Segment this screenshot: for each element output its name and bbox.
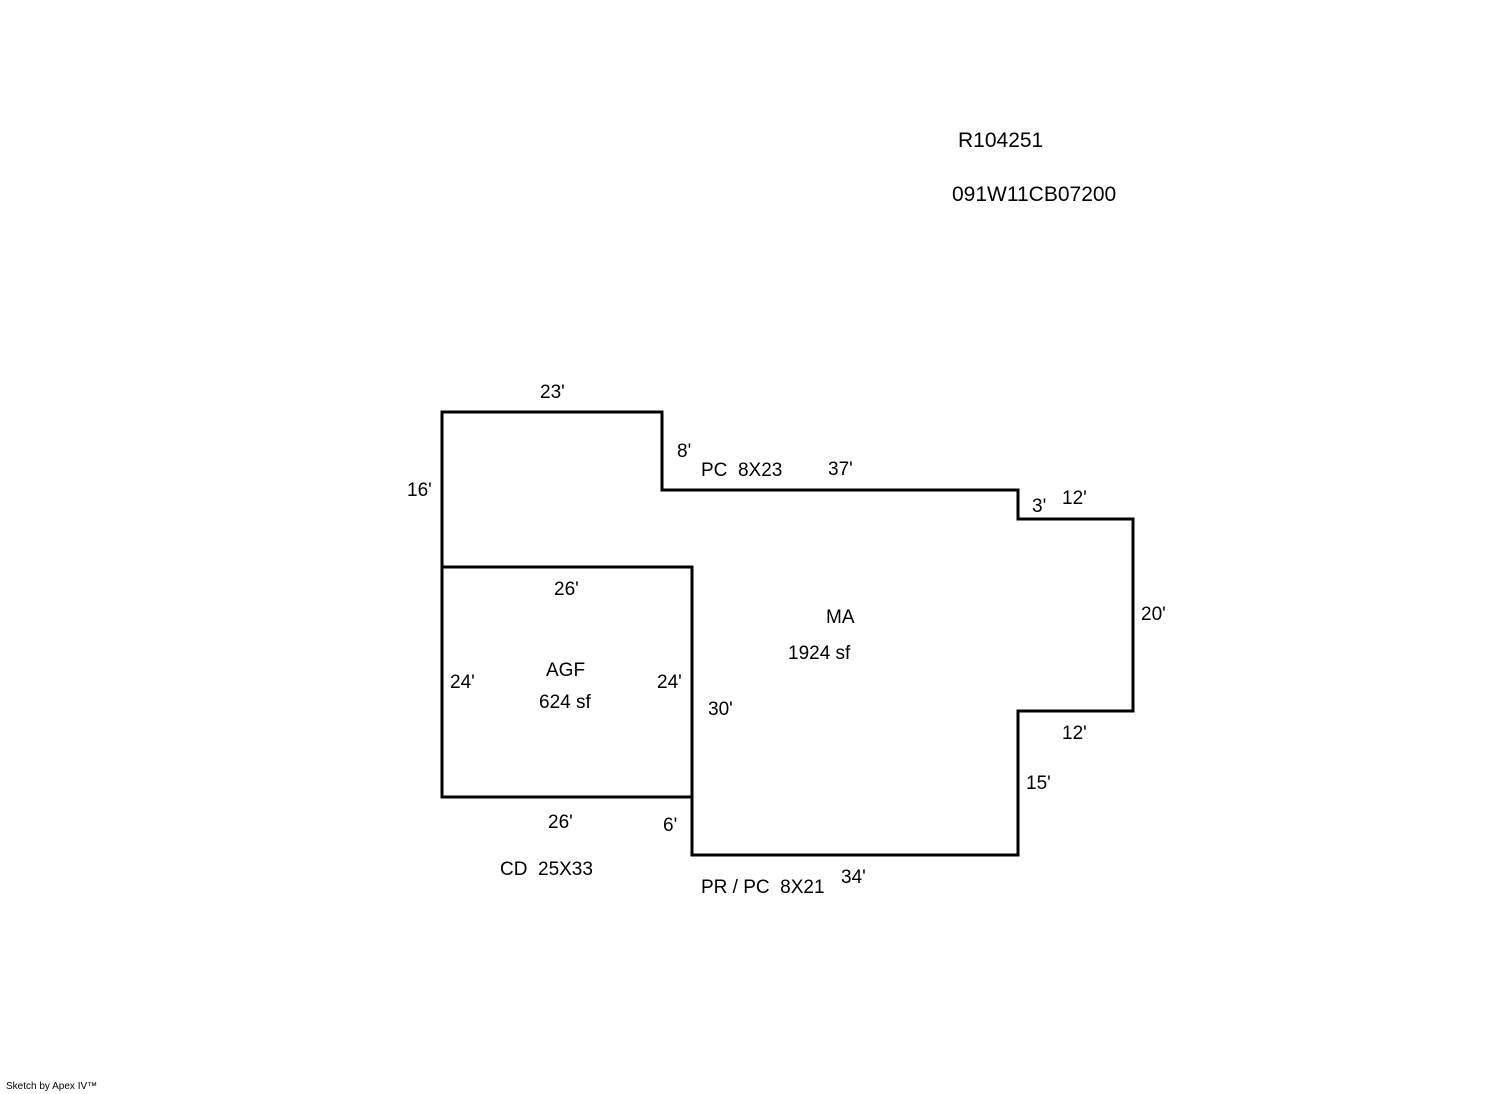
porch-covered-label: PC 8X23 [701,460,783,481]
dim-right-lower: 15' [1026,773,1051,794]
dim-main-left: 30' [708,699,733,720]
main-area-code: MA [826,607,855,628]
porch-rear-label: PR / PC 8X21 [701,877,825,898]
dim-garage-bottom: 26' [548,812,573,833]
main-area-size: 1924 sf [788,643,851,664]
dim-top-middle: 37' [828,459,853,480]
garage-area-code: AGF [546,660,586,681]
dim-right-side: 20' [1141,604,1166,625]
dim-step-right: 3' [1032,496,1047,517]
dim-step-lower: 6' [663,815,678,836]
dim-bottom-right: 12' [1062,723,1087,744]
dim-garage-right: 24' [657,672,682,693]
dim-garage-left: 24' [450,672,475,693]
dim-left-upper: 16' [407,480,432,501]
parcel-number: 091W11CB07200 [952,183,1117,206]
garage-outline [440,565,694,799]
dim-step-upper: 8' [677,441,692,462]
record-id: R104251 [958,129,1044,152]
garage-area-size: 624 sf [539,692,591,713]
dim-top-left: 23' [540,382,565,403]
dim-garage-top: 26' [554,579,579,600]
dim-bottom-middle: 34' [841,867,866,888]
deck-covered-label: CD 25X33 [500,859,593,880]
sketch-credit: Sketch by Apex IV™ [6,1081,98,1092]
dim-top-right: 12' [1062,488,1087,509]
